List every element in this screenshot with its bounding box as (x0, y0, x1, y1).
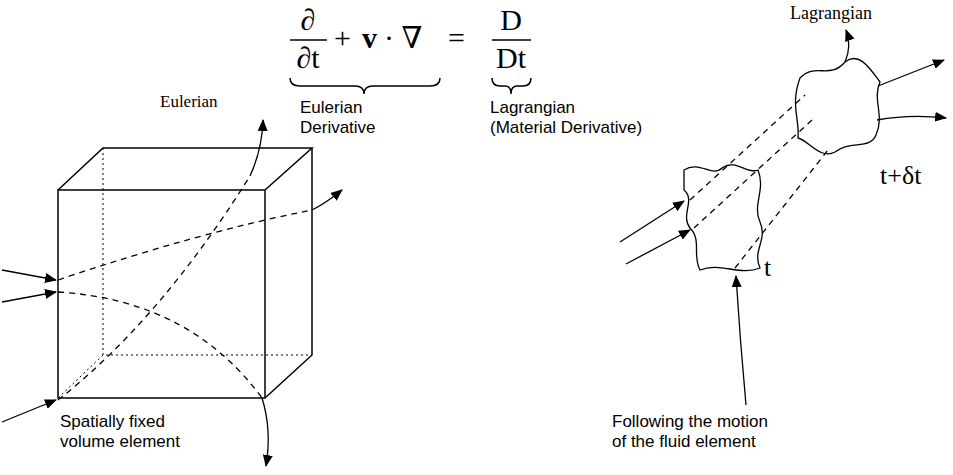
cube-top-face (58, 148, 312, 190)
underbrace (290, 78, 440, 94)
section-title: Eulerian (160, 92, 218, 112)
math-vector: v (362, 20, 377, 56)
pathline (58, 292, 262, 398)
time-label: t (764, 252, 771, 283)
cube-hidden-edges (58, 148, 312, 398)
outflow-arrow (262, 398, 268, 466)
term-label: Eulerian Derivative (300, 98, 376, 139)
outflow-arrow (312, 190, 342, 210)
fraction-bar (492, 39, 531, 41)
outflow-arrow (845, 30, 849, 62)
fluid-element-t (684, 165, 762, 271)
inflow-arrow (620, 201, 684, 242)
pathline (694, 120, 812, 228)
cube-right-face (265, 148, 312, 398)
fraction-bar (290, 39, 327, 41)
caption-note: Following the motion of the fluid elemen… (612, 412, 768, 453)
math-operator: · ∇ (384, 20, 422, 56)
section-title: Lagrangian (790, 3, 872, 25)
pathline (58, 210, 312, 280)
outflow-arrow (877, 116, 946, 120)
pathline (690, 95, 805, 200)
pathline (735, 150, 828, 268)
math-numerator: ∂ (301, 2, 316, 38)
math-operator: + (334, 20, 351, 56)
eulerian-pathlines (2, 120, 342, 466)
time-label: t+δt (880, 160, 921, 191)
fluid-element-t-dt (795, 59, 880, 154)
math-denominator: Dt (496, 40, 526, 76)
outflow-arrow (878, 60, 944, 86)
leader-arrow (736, 276, 746, 405)
lagrangian-illustration (620, 30, 946, 405)
cube-front-face (58, 190, 265, 398)
cube (58, 148, 312, 398)
math-numerator: D (500, 2, 522, 38)
inflow-arrow (2, 292, 56, 302)
inflow-arrow (626, 230, 690, 264)
term-label: Lagrangian (Material Derivative) (490, 98, 642, 139)
caption-note: Spatially fixed volume element (60, 412, 180, 453)
inflow-arrow (2, 400, 56, 422)
underbrace (492, 78, 531, 94)
inflow-arrow (2, 270, 56, 280)
pathline (58, 176, 250, 400)
math-operator: = (448, 20, 465, 56)
outflow-arrow (250, 120, 263, 176)
math-denominator: ∂t (296, 40, 319, 76)
